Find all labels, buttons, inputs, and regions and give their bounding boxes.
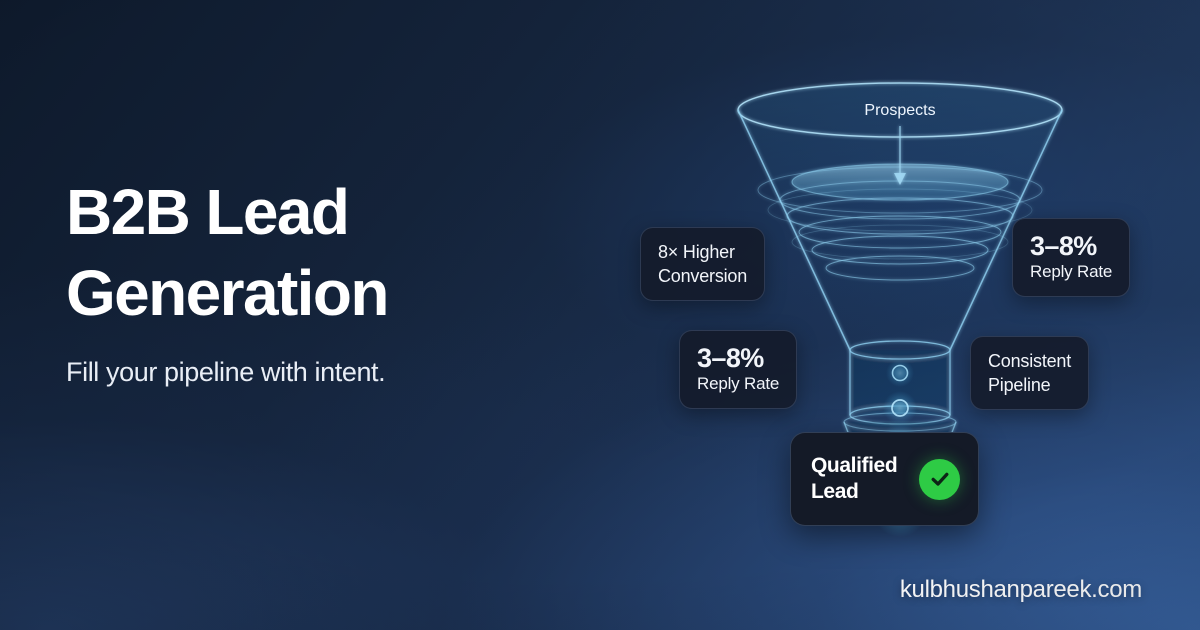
badge-higher-conversion: 8× Higher Conversion bbox=[640, 227, 766, 302]
hero-subheadline: Fill your pipeline with intent. bbox=[66, 357, 386, 388]
badge-pipeline-line1: Consistent bbox=[988, 351, 1072, 371]
down-arrow-icon bbox=[894, 126, 906, 185]
hero-text-block: B2B Lead Generation Fill your pipeline w… bbox=[66, 172, 536, 388]
badge-consistent-pipeline: Consistent Pipeline bbox=[970, 336, 1090, 411]
page-title: B2B Lead Generation bbox=[66, 172, 536, 333]
qualified-lead-card: Qualified Lead bbox=[790, 432, 979, 526]
footer-website-url: kulbhushanpareek.com bbox=[899, 576, 1142, 603]
badge-reply-left-label: Reply Rate bbox=[697, 374, 780, 394]
qualified-lead-line2: Lead bbox=[811, 480, 859, 503]
droplet-2 bbox=[883, 391, 917, 425]
badge-reply-rate-top: 3–8% Reply Rate bbox=[1012, 218, 1131, 297]
funnel-cone-edges bbox=[737, 109, 1063, 351]
headline-line-2: Generation bbox=[66, 256, 389, 329]
droplet-1 bbox=[886, 359, 914, 387]
badge-reply-left-value: 3–8% bbox=[697, 343, 764, 373]
badge-reply-rate-left: 3–8% Reply Rate bbox=[679, 330, 798, 409]
check-circle-icon bbox=[919, 458, 960, 500]
qualified-lead-line1: Qualified bbox=[811, 453, 898, 477]
headline-line-1: B2B Lead bbox=[66, 176, 350, 248]
badge-conversion-line1: 8× Higher bbox=[658, 242, 735, 262]
badge-reply-top-label: Reply Rate bbox=[1030, 262, 1113, 282]
badge-conversion-line2: Conversion bbox=[658, 266, 748, 287]
qualified-lead-text: Qualified Lead bbox=[811, 453, 898, 506]
badge-reply-top-value: 3–8% bbox=[1030, 231, 1097, 261]
funnel-top-label: Prospects bbox=[864, 102, 935, 119]
badge-pipeline-line2: Pipeline bbox=[988, 375, 1051, 396]
